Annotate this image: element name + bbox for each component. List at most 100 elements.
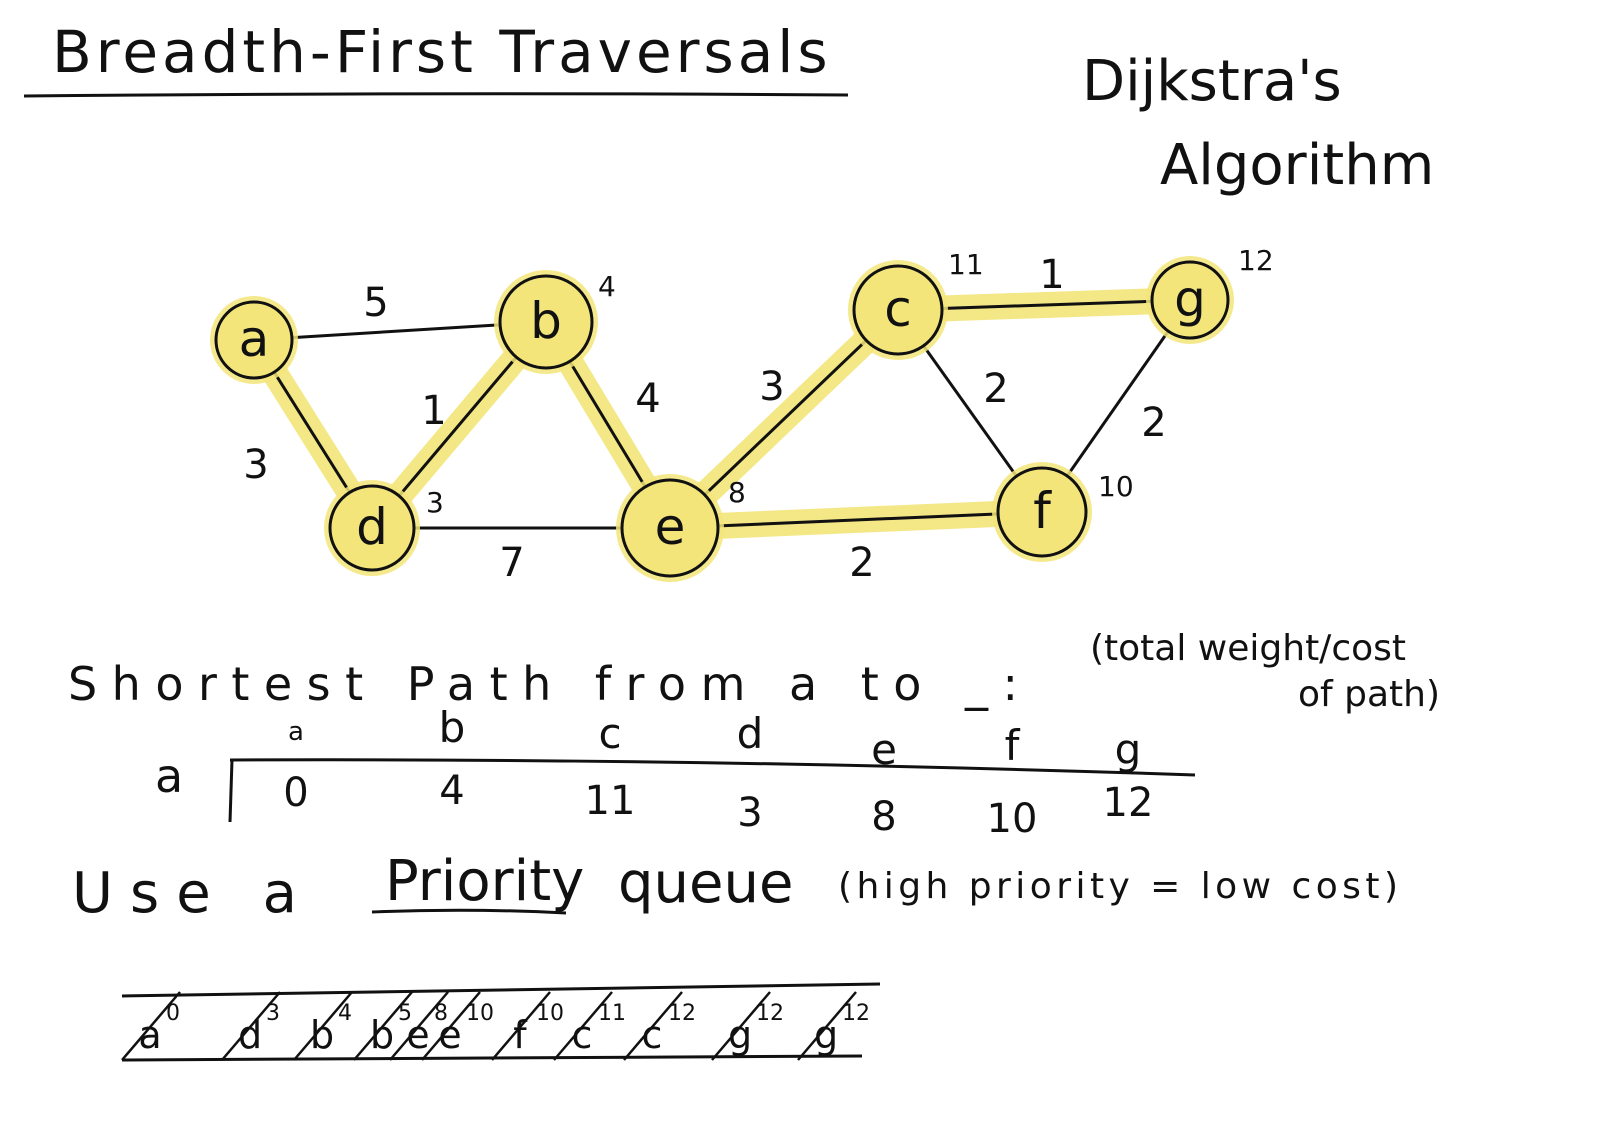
table-header-b: b [439,703,466,752]
queue-entry-letter: g [728,1013,752,1057]
edge-weight-d-e: 7 [499,540,524,586]
shortest-path-note-line1: (total weight/cost [1090,628,1406,669]
queue-entry-letter: b [370,1013,394,1057]
node-label-c: c [884,280,912,338]
node-dist-b: 4 [598,270,616,303]
node-c: c11 [848,248,984,360]
node-b: b4 [494,270,616,374]
queue-entry-strike [553,991,613,1061]
table-horizontal-rule [229,758,1196,777]
node-a: a [210,296,298,384]
node-circle-a [214,300,294,380]
table-vertical-rule [228,759,234,823]
queue-entry-letter: c [642,1013,663,1057]
priority-note: (high priority = low cost) [838,866,1398,907]
table-cell-a: 0 [283,770,308,816]
edge-weight-c-g: 1 [1039,252,1064,298]
node-circle-g [1150,260,1230,340]
node-circle-f [996,466,1088,558]
table-cell-e: 8 [871,794,896,840]
table-header-d: d [737,709,764,758]
node-label-a: a [239,310,270,368]
edge-weight-a-b: 5 [363,280,388,326]
table-header-c: c [598,709,621,758]
edge-weight-g-f: 2 [1141,400,1166,446]
edge-weight-c-f: 2 [983,366,1008,412]
table-header-f: f [1005,721,1021,770]
priority-prefix: Use a [72,861,297,926]
queue-entry-strike [623,991,683,1061]
node-dist-d: 3 [426,486,444,519]
edge-e-f [669,510,1043,530]
table-cell-d: 3 [737,790,762,836]
queue-entry-letter: f [513,1013,528,1057]
queue-entry-strike [121,991,181,1061]
node-dist-e: 8 [728,476,746,509]
side-title-line2: Algorithm [1160,133,1434,198]
queue-entry-strike [353,991,413,1061]
queue-entry-priority: 11 [598,1001,626,1026]
queue-entry-priority: 12 [842,1001,870,1026]
queue-entry-priority: 5 [398,1001,412,1026]
priority-underline [371,908,567,915]
table-header-g: g [1115,725,1142,774]
queue-entry-priority: 12 [668,1001,696,1026]
queue-entry-priority: 8 [434,1001,448,1026]
shortest-path-heading: Shortest Path from a to _: [68,657,1018,711]
table-cell-b: 4 [439,768,464,814]
title-underline [23,92,849,98]
priority-suffix: queue [618,851,793,916]
queue-entry-priority: 10 [466,1001,494,1026]
edge-weight-d-b: 1 [421,388,446,434]
table-header-e: e [871,725,897,774]
node-label-g: g [1174,270,1206,328]
queue-entry-letter: d [238,1013,262,1057]
edge-weight-b-e: 4 [635,376,660,422]
edge-weight-e-f: 2 [849,540,874,586]
shortest-path-note-line2: of path) [1298,674,1440,715]
node-circle-c [852,264,944,356]
edge-weight-e-c: 3 [759,364,784,410]
node-e: e8 [616,474,746,582]
queue-entry-strike [421,991,481,1061]
queue-entry-letter: g [814,1013,838,1057]
node-label-d: d [356,498,388,556]
side-title-line1: Dijkstra's [1082,49,1342,114]
node-label-b: b [530,292,562,350]
queue-entry-strike [711,991,771,1061]
node-label-f: f [1033,482,1052,540]
table-cell-c: 11 [585,778,636,824]
queue-top-line [121,982,881,998]
queue-entry-letter: e [406,1013,429,1057]
queue-entry-strike [491,991,551,1061]
node-f: f 10 [992,462,1134,562]
node-circle-d [328,484,416,572]
table-cell-g: 12 [1103,780,1154,826]
queue-entry-priority: 0 [166,1001,180,1026]
node-circle-e [620,478,720,578]
edge-weight-a-d: 3 [243,442,268,488]
priority-word: Priority [385,849,584,914]
table-row-label: a [155,749,183,803]
node-dist-f: 10 [1098,470,1134,503]
page-title: Breadth-First Traversals [52,18,832,86]
